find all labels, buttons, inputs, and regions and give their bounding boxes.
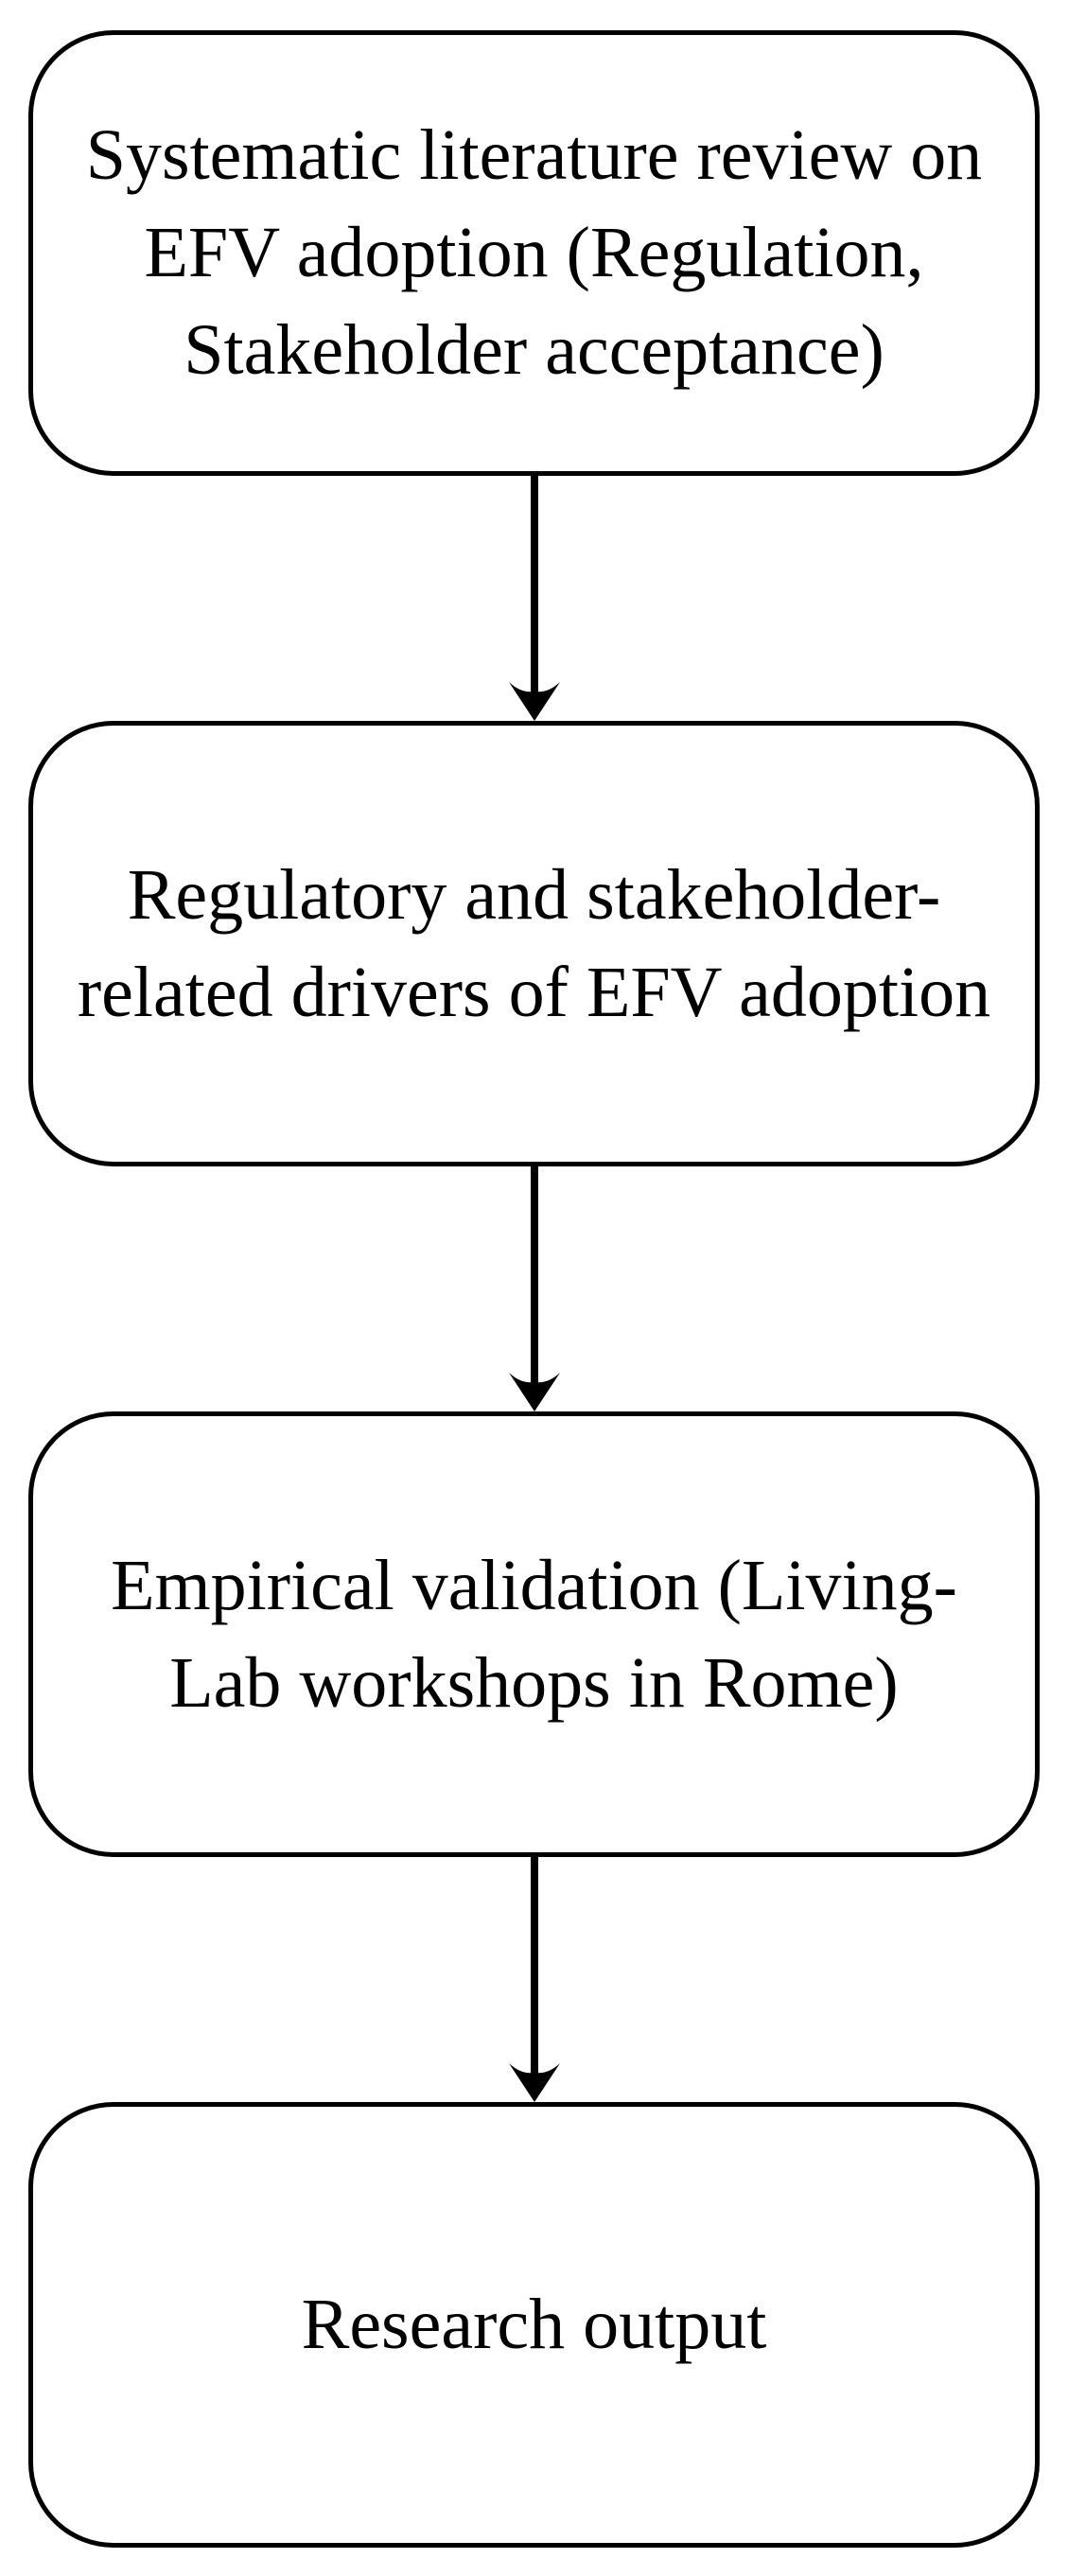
flow-node-empirical-validation: Empirical validation (Living- Lab worksh… — [28, 1411, 1040, 1857]
arrow-down-connector — [508, 476, 560, 721]
arrow-down-connector — [508, 1857, 560, 2102]
arrow-down-connector — [508, 1166, 560, 1411]
flow-node-label: Empirical validation (Living- Lab worksh… — [111, 1545, 957, 1723]
flow-node-label: Regulatory and stakeholder- related driv… — [77, 854, 991, 1032]
flow-node-label: Systematic literature review on EFV adop… — [85, 115, 983, 390]
flow-node-research-output: Research output — [28, 2102, 1040, 2548]
flow-node-literature-review: Systematic literature review on EFV adop… — [28, 30, 1040, 476]
flow-node-label: Research output — [301, 2285, 767, 2364]
flow-node-drivers: Regulatory and stakeholder- related driv… — [28, 721, 1040, 1166]
